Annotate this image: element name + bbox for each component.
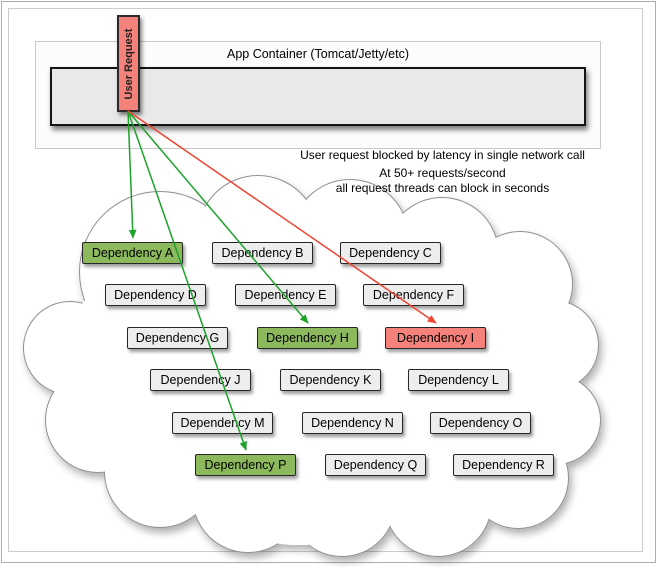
dependency-label: Dependency M — [180, 416, 265, 430]
dependency-label: Dependency Q — [333, 458, 418, 472]
dependency-box-l: Dependency L — [408, 369, 509, 391]
dependency-label: Dependency D — [114, 288, 197, 302]
dependency-label: Dependency I — [396, 331, 475, 345]
dependency-label: Dependency J — [160, 373, 241, 387]
user-request-box: User Request — [117, 15, 140, 112]
dependency-box-h: Dependency H — [257, 327, 358, 349]
dependency-box-d: Dependency D — [105, 284, 206, 306]
dependency-box-a: Dependency A — [82, 242, 183, 264]
dependency-label: Dependency G — [135, 331, 220, 345]
dependency-box-q: Dependency Q — [325, 454, 426, 476]
dependency-box-b: Dependency B — [212, 242, 313, 264]
dependency-box-n: Dependency N — [302, 412, 403, 434]
cloud-fill — [24, 176, 600, 556]
dependency-label: Dependency A — [91, 246, 174, 260]
app-container-title: App Container (Tomcat/Jetty/etc) — [226, 47, 410, 61]
dependency-box-i: Dependency I — [385, 327, 486, 349]
caption-line-3: all request threads can block in seconds — [335, 181, 550, 195]
dependency-box-r: Dependency R — [453, 454, 554, 476]
dependency-label: Dependency E — [244, 288, 327, 302]
dependency-box-o: Dependency O — [430, 412, 531, 434]
dependency-box-k: Dependency K — [280, 369, 381, 391]
dependency-box-p: Dependency P — [195, 454, 296, 476]
dependency-box-j: Dependency J — [150, 369, 251, 391]
dependency-label: Dependency L — [418, 373, 499, 387]
dependency-box-e: Dependency E — [235, 284, 336, 306]
dependency-box-f: Dependency F — [363, 284, 464, 306]
caption-line-2: At 50+ requests/second — [379, 166, 506, 180]
dependency-label: Dependency O — [438, 416, 523, 430]
dependency-label: Dependency F — [372, 288, 455, 302]
cloud-shape — [23, 175, 601, 557]
latency-caption: User request blocked by latency in singl… — [245, 148, 640, 196]
dependency-box-g: Dependency G — [127, 327, 228, 349]
user-request-label: User Request — [122, 28, 135, 99]
dependency-label: Dependency N — [311, 416, 394, 430]
dependency-label: Dependency B — [221, 246, 304, 260]
dependency-box-m: Dependency M — [172, 412, 273, 434]
dependency-box-c: Dependency C — [340, 242, 441, 264]
dependency-label: Dependency R — [462, 458, 545, 472]
caption-line-1: User request blocked by latency in singl… — [300, 148, 585, 162]
dependency-label: Dependency C — [349, 246, 432, 260]
dependency-label: Dependency H — [266, 331, 349, 345]
dependency-label: Dependency K — [289, 373, 372, 387]
dependency-label: Dependency P — [204, 458, 287, 472]
